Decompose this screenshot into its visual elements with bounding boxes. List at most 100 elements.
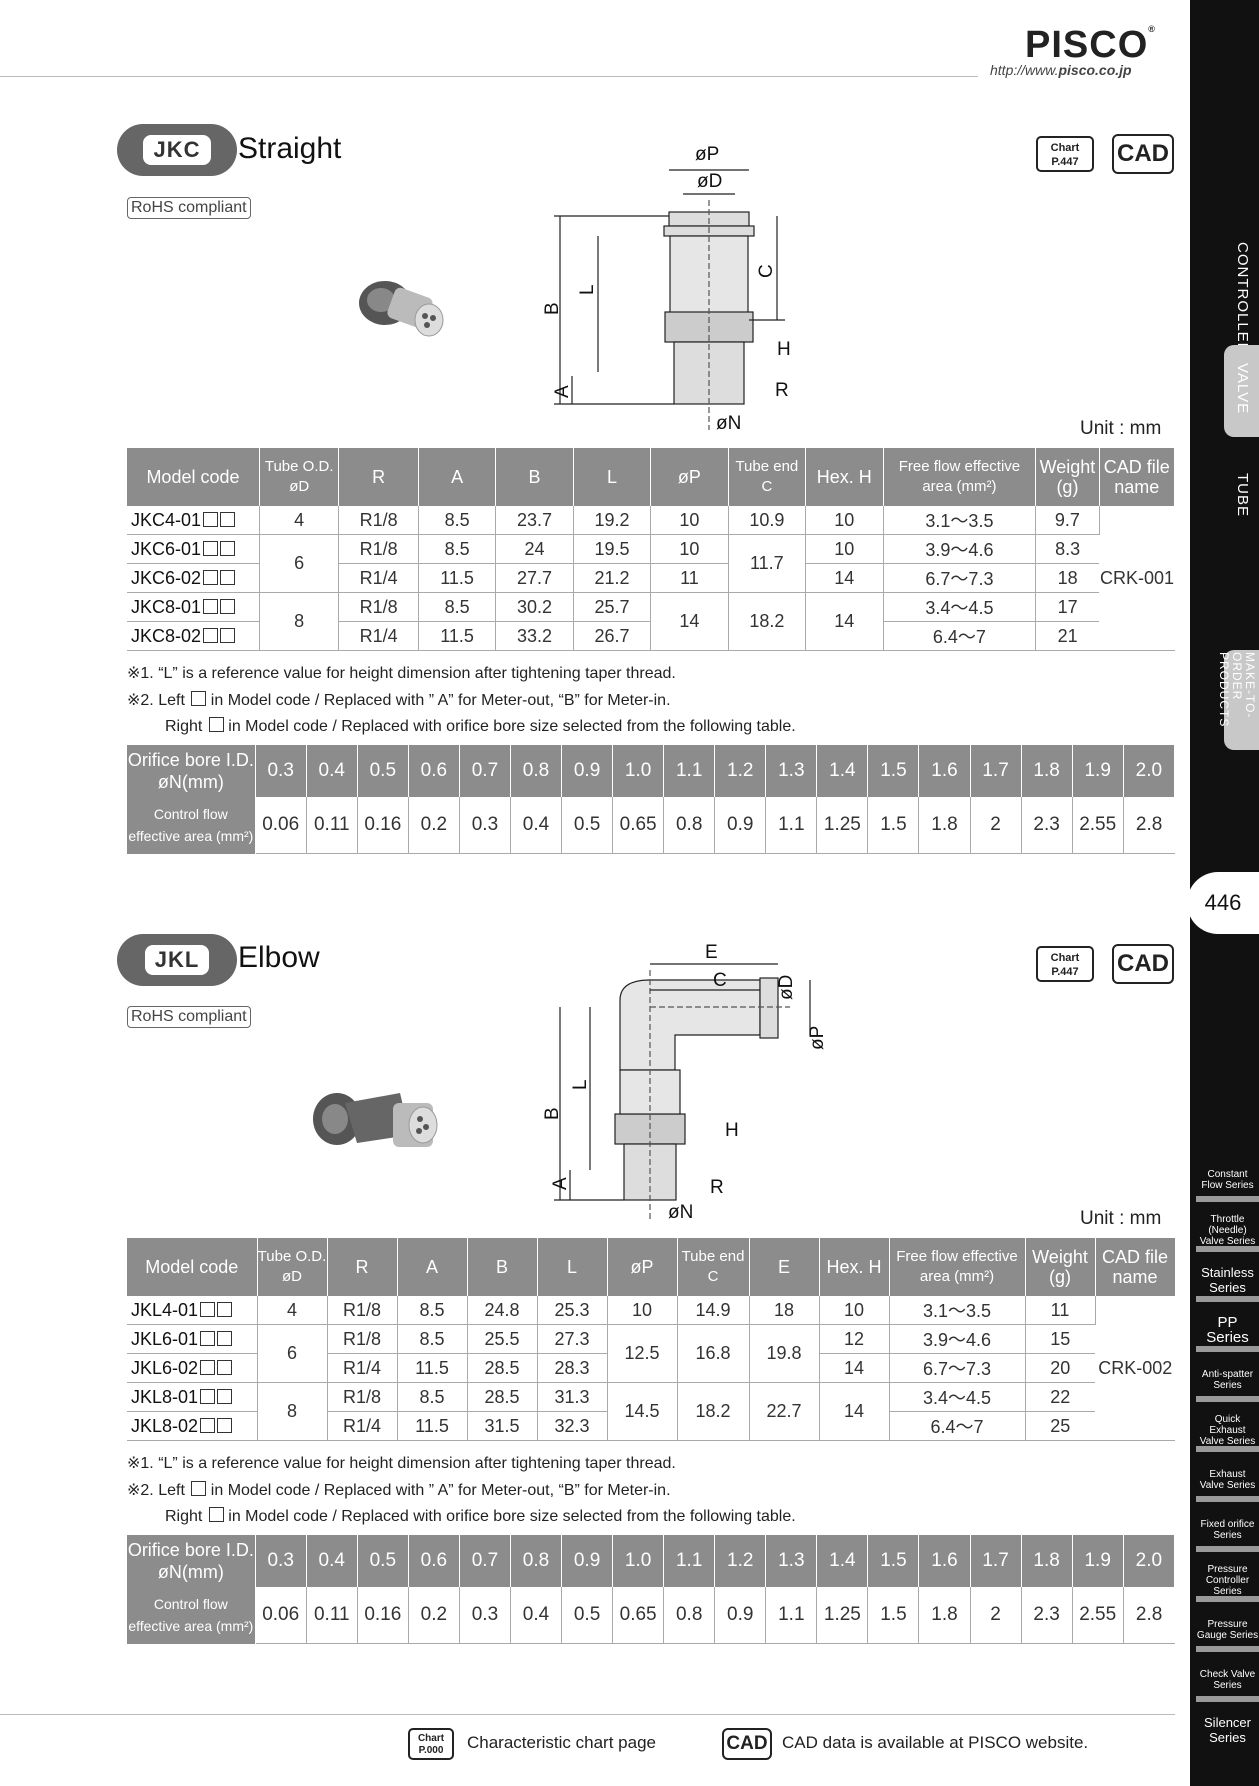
jkc-dim-op: øP (695, 144, 719, 165)
jkl-spec-table: Model code Tube O.D. øD R A B L øP Tube … (127, 1238, 1176, 1441)
jkl-note-3: Right in Model code / Replaced with orif… (165, 1507, 796, 1525)
sidebar-series-stainless[interactable]: Stainless Series (1196, 1258, 1259, 1302)
orifice-row-label: Orifice bore I.D. øN(mm) (127, 1535, 256, 1587)
sidebar-series-pressure-controller[interactable]: Pressure Controller Series (1196, 1558, 1259, 1602)
sidebar-series-check-valve[interactable]: Check Valve Series (1196, 1658, 1259, 1702)
jkc-cad-link[interactable]: CAD (1112, 134, 1174, 174)
jkl-badge: JKL (117, 934, 237, 986)
sidebar-series-anti-spatter[interactable]: Anti-spatter Series (1196, 1358, 1259, 1402)
footer-cad-icon: CAD (722, 1728, 772, 1760)
jkl-col-p: øP (607, 1238, 678, 1296)
sidebar-series-pp[interactable]: PP Series (1196, 1308, 1259, 1352)
sidebar-series-quick-exhaust[interactable]: Quick Exhaust Valve Series (1196, 1408, 1259, 1452)
sidebar-series-fixed-orifice[interactable]: Fixed orifice Series (1196, 1508, 1259, 1552)
jkl-product-photo (313, 1093, 438, 1147)
website-url[interactable]: http://www.pisco.co.jp (990, 62, 1132, 78)
jkc-dim-a: A (552, 385, 573, 398)
jkl-col-c: Tube end C (677, 1238, 750, 1296)
sidebar-series-constant-flow[interactable]: Constant Flow Series (1196, 1158, 1259, 1202)
footer-divider (0, 1714, 1175, 1715)
jkl-dim-c: C (713, 970, 727, 991)
orifice-row-label: Orifice bore I.D. øN(mm) (127, 745, 256, 797)
jkc-unit: Unit : mm (1080, 418, 1162, 439)
jkl-col-weight: Weight (g) (1025, 1238, 1096, 1296)
jkc-col-cad: CAD file name (1099, 448, 1176, 506)
jkl-col-l: L (537, 1238, 608, 1296)
jkl-col-r: R (327, 1238, 398, 1296)
jkc-title: Straight (238, 132, 342, 165)
jkl-col-cad: CAD file name (1095, 1238, 1176, 1296)
jkc-product-photo (359, 281, 444, 337)
jkc-note-3: Right in Model code / Replaced with orif… (165, 717, 796, 735)
jkl-col-area: Free flow effective area (mm²) (889, 1238, 1026, 1296)
footer-chart-text: Characteristic chart page (467, 1733, 656, 1752)
jkc-col-h: Hex. H (805, 448, 884, 506)
jkl-title: Elbow (238, 941, 320, 974)
jkl-col-h: Hex. H (819, 1238, 890, 1296)
jkc-dim-b: B (542, 302, 563, 315)
jkl-col-a: A (397, 1238, 468, 1296)
jkl-dim-b: B (542, 1107, 563, 1120)
jkc-dim-c: C (756, 264, 777, 278)
jkc-note-2: ※2. Left in Model code / Replaced with ”… (127, 691, 671, 709)
jkl-cad-link[interactable]: CAD (1112, 944, 1174, 984)
jkl-dim-a: A (550, 1177, 571, 1190)
jkl-cad-file: CRK-002 (1095, 1296, 1175, 1441)
jkc-col-p: øP (650, 448, 729, 506)
jkc-col-r: R (338, 448, 419, 506)
sidebar-series-pressure-gauge[interactable]: Pressure Gauge Series (1196, 1608, 1259, 1652)
control-area-row-label: Control flow effective area (mm²) (127, 797, 256, 854)
jkc-spec-table: Model code Tube O.D. øD R A B L øP Tube … (127, 448, 1176, 651)
jkc-col-weight: Weight (g) (1035, 448, 1100, 506)
footer-cad-text: CAD data is available at PISCO website. (782, 1733, 1089, 1752)
jkc-dimension-drawing: øP øD B L C H A R øN (542, 144, 791, 434)
page-number: 446 (1187, 872, 1259, 934)
jkc-cad-file: CRK-001 (1099, 506, 1175, 651)
sidebar-series-silencer[interactable]: Silencer Series (1204, 1715, 1251, 1745)
jkl-col-b: B (467, 1238, 538, 1296)
jkc-col-c: Tube end C (728, 448, 807, 506)
jkl-dimension-drawing: E C øD øP B L H A R øN (542, 942, 828, 1223)
tab-make-to-order[interactable]: MAKE-TO-ORDER PRODUCTS (1217, 650, 1259, 750)
jkc-badge: JKC (117, 124, 237, 176)
jkl-rohs-badge: RoHS compliant (127, 1006, 251, 1028)
jkl-dim-e: E (705, 942, 718, 963)
sidebar-series-exhaust[interactable]: Exhaust Valve Series (1196, 1458, 1259, 1502)
jkc-dim-od: øD (697, 171, 722, 192)
tab-controller[interactable]: CONTROLLER (1224, 238, 1259, 355)
jkl-col-e: E (749, 1238, 820, 1296)
jkc-dim-on: øN (716, 413, 741, 434)
jkc-dim-l: L (577, 284, 598, 295)
jkl-dim-h: H (725, 1120, 739, 1141)
jkc-dim-r: R (775, 380, 789, 401)
jkl-dim-op: øP (807, 1026, 828, 1050)
sidebar-series-throttle[interactable]: Throttle (Needle) Valve Series (1196, 1208, 1259, 1252)
jkl-dim-l: L (570, 1079, 591, 1090)
tab-tube[interactable]: TUBE (1224, 445, 1259, 545)
jkl-dim-od: øD (776, 975, 797, 1000)
jkc-col-a: A (418, 448, 497, 506)
jkl-note-2: ※2. Left in Model code / Replaced with ”… (127, 1481, 671, 1499)
jkc-col-model: Model code (127, 448, 260, 506)
jkc-col-b: B (495, 448, 574, 506)
jkc-note-1: ※1. “L” is a reference value for height … (127, 665, 676, 682)
jkl-dim-r: R (710, 1177, 724, 1198)
header-divider (0, 76, 978, 77)
brand-logo: PISCO® (1025, 24, 1156, 66)
tab-valve[interactable]: VALVE (1224, 345, 1259, 437)
jkl-col-od: Tube O.D. øD (257, 1238, 328, 1296)
